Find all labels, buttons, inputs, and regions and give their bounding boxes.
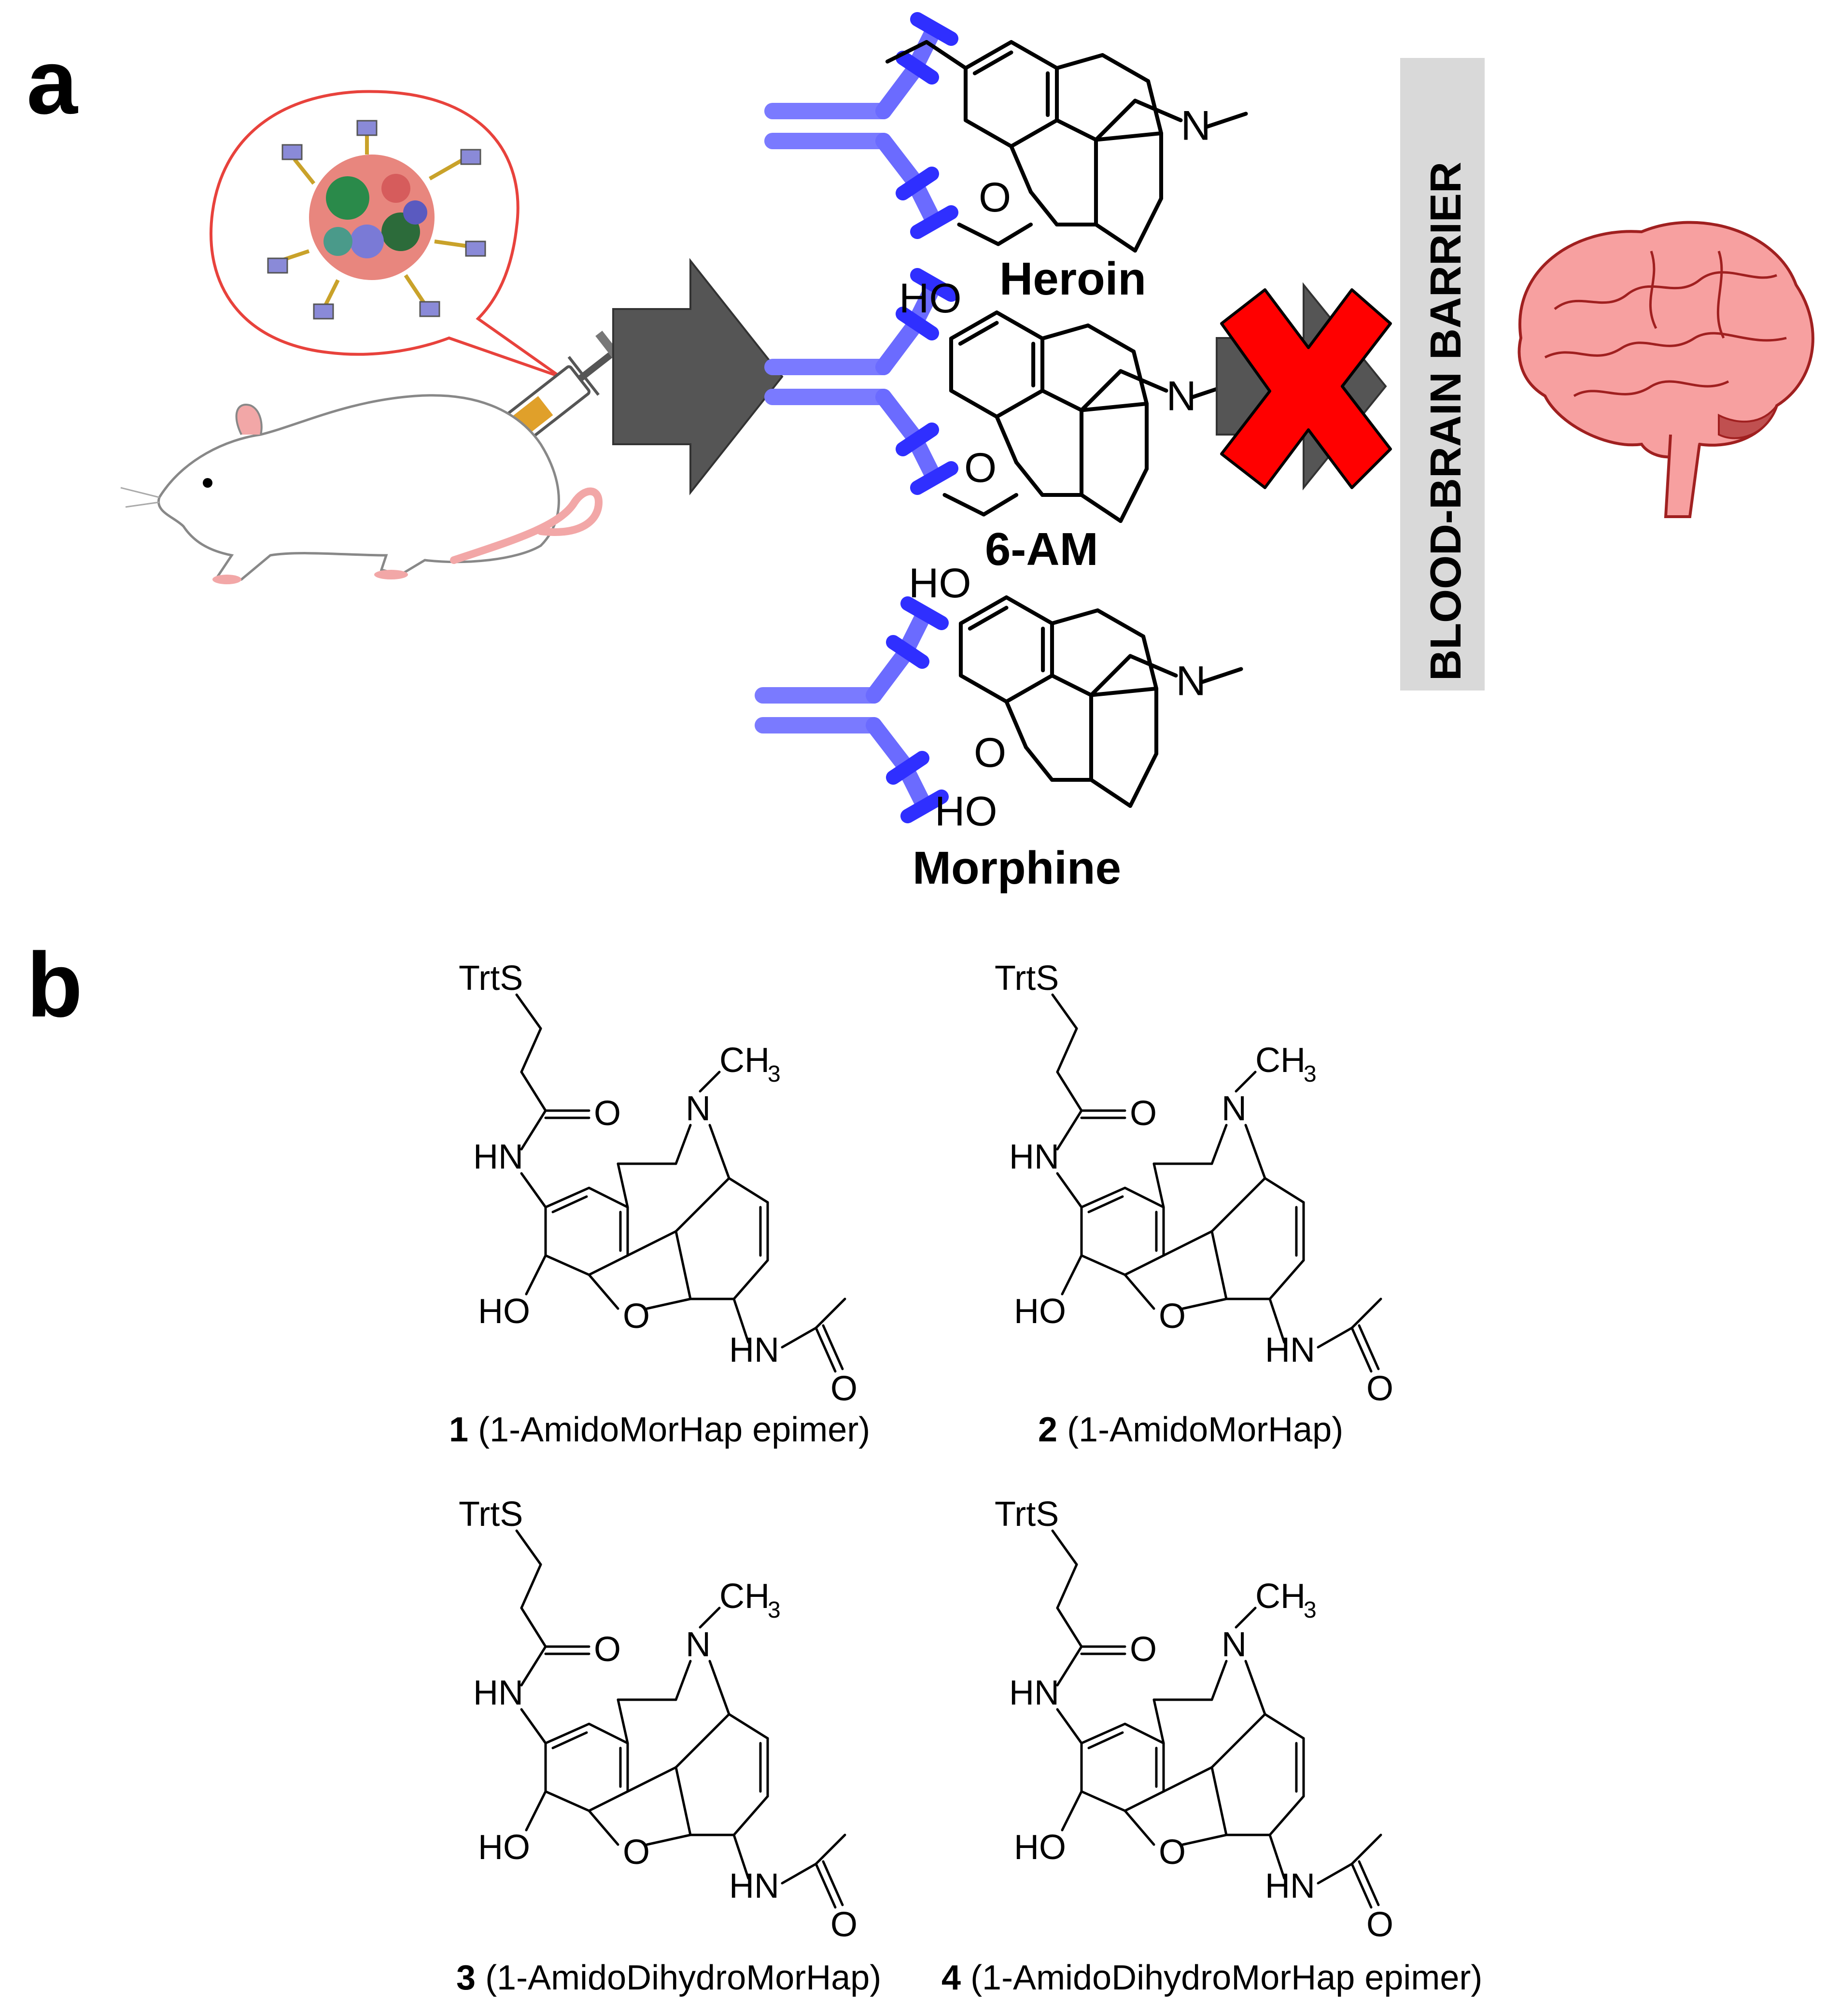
svg-text:HO: HO — [478, 1292, 530, 1331]
6am-structure: HO N O — [899, 275, 1234, 521]
compound-caption: 1 (1-AmidoMorHap epimer) — [449, 1410, 870, 1449]
process-arrow — [612, 258, 784, 495]
compound-caption: 3 (1-AmidoDihydroMorHap) — [456, 1959, 881, 1997]
svg-text:TrtS: TrtS — [459, 959, 523, 998]
antibody-icon-3 — [763, 604, 941, 816]
barrier-label: BLOOD-BRAIN BARRIER — [1422, 162, 1470, 681]
svg-text:HN: HN — [473, 1138, 523, 1176]
compound-1-structure: TrtS O HN HO O N CH 3 HN — [459, 959, 857, 1408]
compound-caption: 4 (1-AmidoDihydroMorHap epimer) — [941, 1959, 1482, 1997]
rat-illustration — [120, 394, 603, 584]
svg-text:2 (1-AmidoMorHap: 2 (1-AmidoMorHap) — [1038, 1410, 1343, 1449]
molecule-name: 6-AM — [985, 523, 1098, 575]
svg-text:3 (1-AmidoDihydr: 3 (1-AmidoDihydroMorHap) — [456, 1959, 881, 1997]
blood-brain-barrier — [1400, 58, 1485, 691]
molecule-name: Heroin — [999, 253, 1146, 305]
molecule-name: Morphine — [913, 842, 1121, 894]
blocked-arrow — [1216, 282, 1392, 491]
compound-3-structure — [459, 1495, 857, 1944]
svg-text:O: O — [974, 730, 1006, 776]
svg-text:O: O — [594, 1094, 621, 1133]
svg-text:HN: HN — [729, 1331, 779, 1369]
svg-text:O: O — [830, 1369, 857, 1408]
svg-text:4 (1-AmidoDihydr: 4 (1-AmidoDihydroMorHap epimer) — [941, 1959, 1482, 1997]
brain-icon — [1517, 221, 1814, 518]
svg-text:3: 3 — [768, 1061, 781, 1087]
panel-b-label: b — [27, 934, 83, 1036]
svg-text:O: O — [623, 1297, 650, 1336]
compound-2-structure — [995, 959, 1393, 1408]
compound-4-structure — [995, 1495, 1393, 1944]
svg-text:O: O — [979, 174, 1011, 221]
heroin-structure: N O — [885, 42, 1248, 251]
compound-caption: 2 (1-AmidoMorHap) — [1038, 1410, 1343, 1449]
svg-text:1 (1-AmidoMorHap: 1 (1-AmidoMorHap epimer) — [449, 1410, 870, 1449]
svg-text:HO: HO — [935, 789, 997, 835]
nanoparticle-icon — [267, 120, 486, 320]
morphine-structure: HO N O HO — [909, 560, 1243, 835]
svg-text:N: N — [686, 1089, 711, 1128]
svg-text:CH: CH — [719, 1041, 770, 1080]
svg-text:HO: HO — [899, 275, 962, 322]
svg-text:O: O — [964, 445, 997, 491]
cross-icon — [1220, 288, 1392, 489]
panel-a-label: a — [27, 31, 78, 133]
svg-text:HO: HO — [909, 560, 971, 606]
antibody-icon-1 — [773, 19, 951, 232]
nanoparticle-bubble — [210, 90, 561, 378]
